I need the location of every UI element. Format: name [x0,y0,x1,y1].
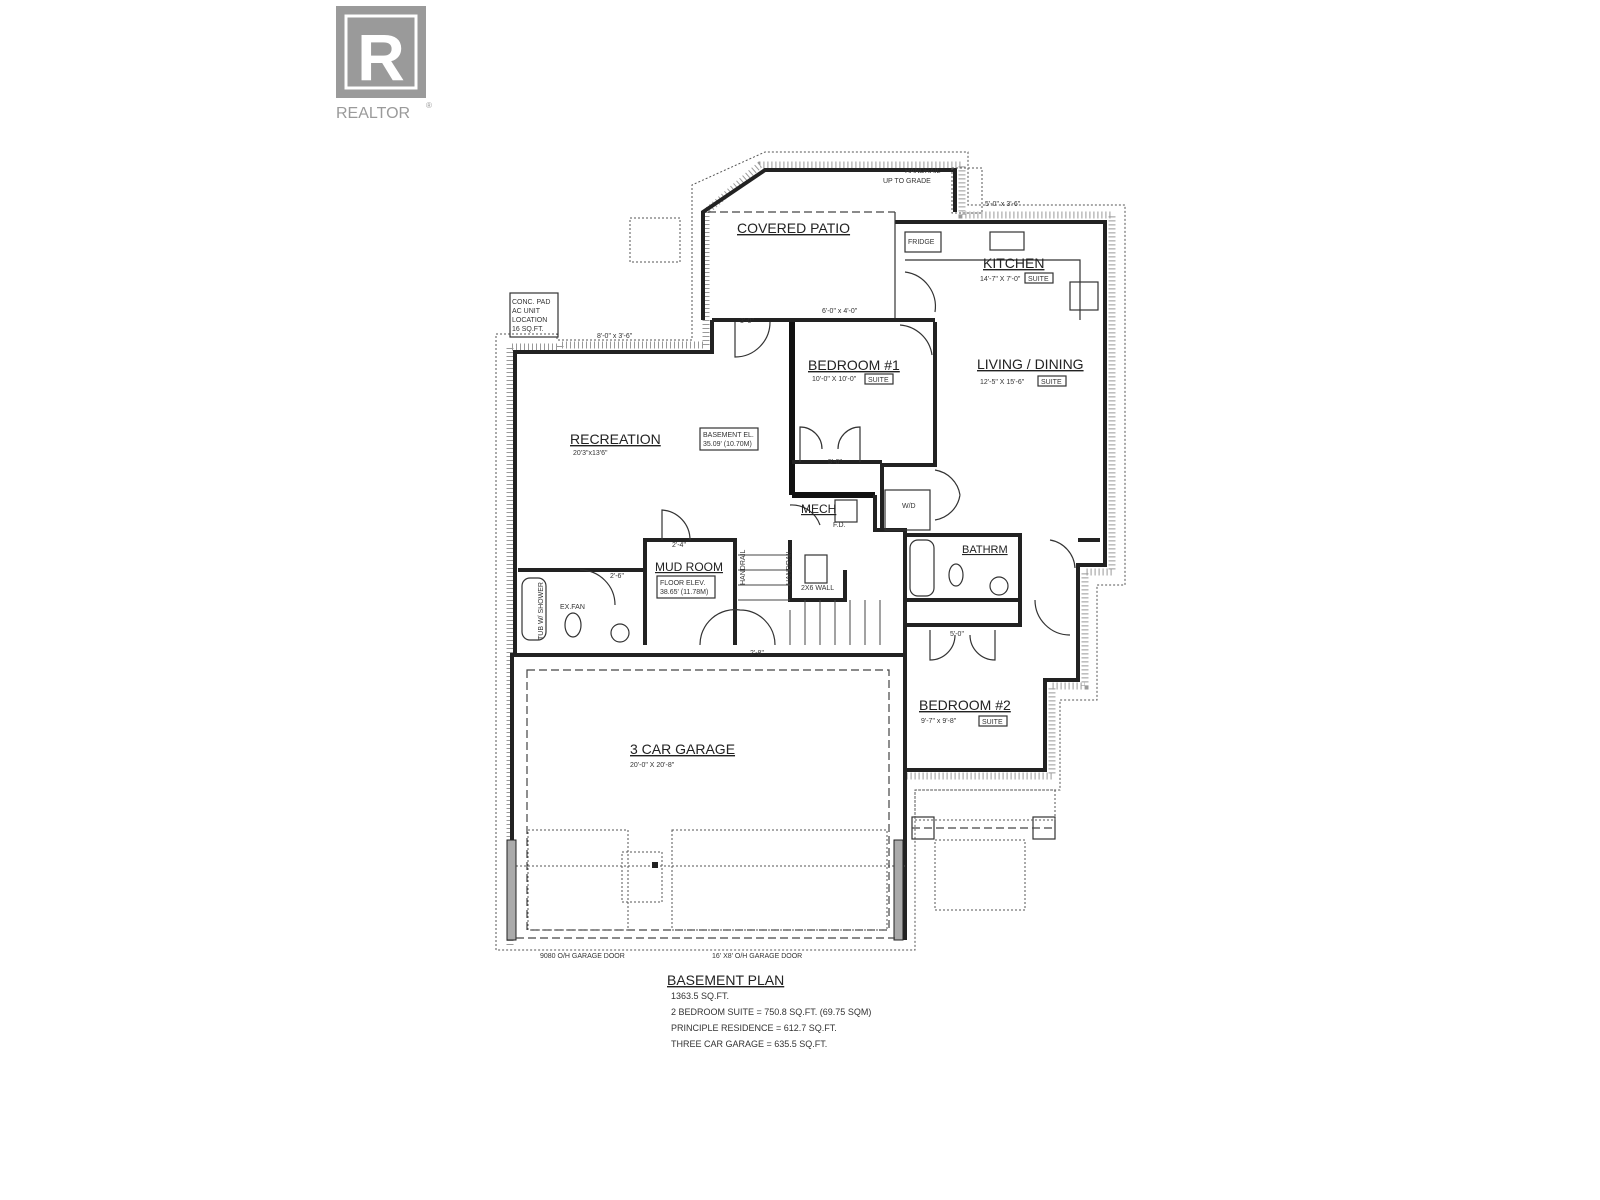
svg-text:1363.5 SQ.FT.: 1363.5 SQ.FT. [671,991,729,1001]
mud-room-label: MUD ROOM [655,560,723,574]
plan-summary: BASEMENT PLAN 1363.5 SQ.FT. 2 BEDROOM SU… [667,972,871,1049]
svg-text:SUITE: SUITE [982,719,1003,726]
svg-text:FLOOR ELEV.: FLOOR ELEV. [660,580,705,587]
svg-text:THREE CAR GARAGE = 635.5 SQ.F: THREE CAR GARAGE = 635.5 SQ.FT. [671,1039,827,1049]
svg-text:HANDRAIL: HANDRAIL [740,549,747,585]
sink-2 [989,576,1009,596]
covered-patio-label: COVERED PATIO [737,220,850,236]
svg-text:UP TO GRADE: UP TO GRADE [883,178,931,185]
svg-text:20'3"x13'6": 20'3"x13'6" [573,450,608,457]
ac-pad [509,292,559,338]
svg-text:16' X8' O/H GARAGE DOOR: 16' X8' O/H GARAGE DOOR [712,953,802,960]
svg-text:CONC. PAD: CONC. PAD [512,299,550,306]
svg-text:REALTOR: REALTOR [336,105,410,122]
sink [610,623,630,643]
room-labels: COVERED PATIO 6'-0" x 4'-0" KITCHEN 14'-… [538,220,1084,960]
svg-text:10'-0" X 10'-0": 10'-0" X 10'-0" [812,376,857,383]
bedroom2-label: BEDROOM #2 [919,697,1011,713]
svg-text:35.09' (10.70M): 35.09' (10.70M) [703,441,752,448]
svg-text:2'-4": 2'-4" [672,542,686,549]
svg-text:20'-0" X 20'-8": 20'-0" X 20'-8" [630,762,675,769]
svg-text:5'-0": 5'-0" [950,631,964,638]
svg-text:16 SQ.FT.: 16 SQ.FT. [512,326,544,333]
stove [1069,281,1099,311]
garage-parking [506,669,905,941]
fixtures [509,231,1099,643]
fridge [904,231,942,253]
exterior-walls [510,168,1107,940]
svg-text:5'-0": 5'-0" [828,459,842,466]
svg-text:BASEMENT EL.: BASEMENT EL. [703,432,754,439]
interior-walls [518,322,1100,655]
svg-text:R: R [357,20,405,94]
svg-text:SUITE: SUITE [1028,276,1049,283]
svg-text:SUITE: SUITE [1041,379,1062,386]
notes: CONC. PAD AC UNIT LOCATION 16 SQ.FT. HAN… [512,168,1021,657]
svg-text:14'-7" X 7'-0": 14'-7" X 7'-0" [980,276,1021,283]
svg-text:2'-8": 2'-8" [750,650,764,657]
kitchen-label: KITCHEN [983,255,1044,271]
realtor-logo: R REALTOR ® [336,6,432,122]
svg-text:HANDRAIL: HANDRAIL [905,168,941,175]
svg-text:W/D: W/D [902,503,916,510]
kitchen-sink [989,231,1025,251]
bathtub-2 [909,539,935,597]
svg-text:SUITE: SUITE [868,377,889,384]
svg-text:F.D.: F.D. [833,522,846,529]
stairs [738,554,881,645]
furnace [834,499,858,523]
bathtub [521,577,547,641]
water-heater [804,554,828,584]
svg-text:9080 O/H GARAGE DOOR: 9080 O/H GARAGE DOOR [540,953,625,960]
toilet [564,612,582,638]
recreation-label: RECREATION [570,431,661,447]
svg-text:2'-6": 2'-6" [610,573,624,580]
svg-text:®: ® [426,101,432,110]
svg-text:FRIDGE: FRIDGE [908,239,935,246]
svg-text:9'-7" x 9'-8": 9'-7" x 9'-8" [921,718,957,725]
svg-text:LOCATION: LOCATION [512,317,547,324]
exterior-stairs [629,167,1056,911]
svg-text:AC UNIT: AC UNIT [512,308,541,315]
mech-label: MECH [801,502,836,516]
svg-text:3'-0": 3'-0" [740,318,754,325]
svg-text:5'-0" x 3'-6": 5'-0" x 3'-6" [985,201,1021,208]
svg-text:8'-0" x 3'-6": 8'-0" x 3'-6" [597,333,633,340]
svg-text:2 BEDROOM SUITE = 750.8 SQ.FT: 2 BEDROOM SUITE = 750.8 SQ.FT. (69.75 SQ… [671,1007,871,1017]
svg-text:HANDRAIL: HANDRAIL [786,549,793,585]
bathrm-label: BATHRM [962,544,1008,556]
svg-text:6'-0" x 4'-0": 6'-0" x 4'-0" [822,308,858,315]
toilet-2 [948,563,964,587]
bedroom1-label: BEDROOM #1 [808,357,900,373]
living-dining-label: LIVING / DINING [977,356,1084,372]
doors [579,271,1076,661]
garage-label: 3 CAR GARAGE [630,741,735,757]
svg-text:EX.FAN: EX.FAN [560,604,585,611]
svg-text:12'-5" X 15'-6": 12'-5" X 15'-6" [980,379,1025,386]
svg-text:2X6 WALL: 2X6 WALL [801,585,834,592]
foundation-outline [495,151,1126,951]
plan-title: BASEMENT PLAN [667,972,784,988]
svg-text:PRINCIPLE RESIDENCE = 612.7 S: PRINCIPLE RESIDENCE = 612.7 SQ.FT. [671,1023,837,1033]
svg-text:TUB W/ SHOWER: TUB W/ SHOWER [538,582,545,640]
svg-text:38.65' (11.78M): 38.65' (11.78M) [660,589,708,596]
